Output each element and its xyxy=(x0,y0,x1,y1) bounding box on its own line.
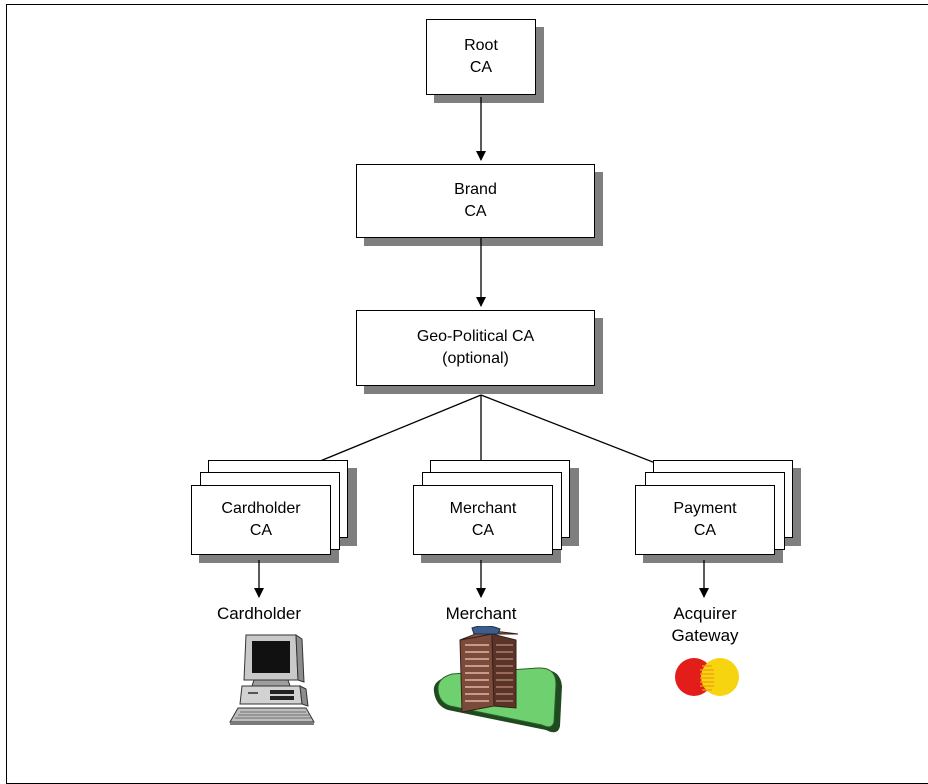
root-ca-line1: Root xyxy=(464,37,498,54)
brand-ca-line1: Brand xyxy=(454,181,497,198)
acquirer-endpoint-label: Acquirer Gateway xyxy=(671,604,739,645)
brand-ca-box: Brand CA xyxy=(356,164,595,238)
merchant-ca-box: Merchant CA xyxy=(413,485,553,555)
root-ca-line2: CA xyxy=(469,59,493,76)
geo-ca-line1: Geo-Political CA xyxy=(416,328,535,345)
mastercard-logo-icon xyxy=(675,658,739,696)
computer-icon xyxy=(229,634,315,725)
payment-ca-line1: Payment xyxy=(673,500,737,517)
merchant-ca-line2: CA xyxy=(471,522,495,539)
brand-ca-line2: CA xyxy=(464,203,487,220)
office-building-icon xyxy=(433,626,562,733)
merchant-endpoint-label: Merchant xyxy=(445,604,517,623)
merchant-ca-line1: Merchant xyxy=(449,500,517,517)
root-ca-box: Root CA xyxy=(426,19,536,95)
cardholder-ca-box: Cardholder CA xyxy=(191,485,331,555)
payment-ca-box: Payment CA xyxy=(635,485,775,555)
geo-ca-line2: (optional) xyxy=(442,350,509,367)
cardholder-endpoint-label: Cardholder xyxy=(216,604,302,623)
payment-ca-line2: CA xyxy=(693,522,717,539)
cardholder-ca-line1: Cardholder xyxy=(221,500,301,517)
geo-ca-box: Geo-Political CA (optional) xyxy=(356,310,595,386)
cardholder-ca-line2: CA xyxy=(249,522,273,539)
